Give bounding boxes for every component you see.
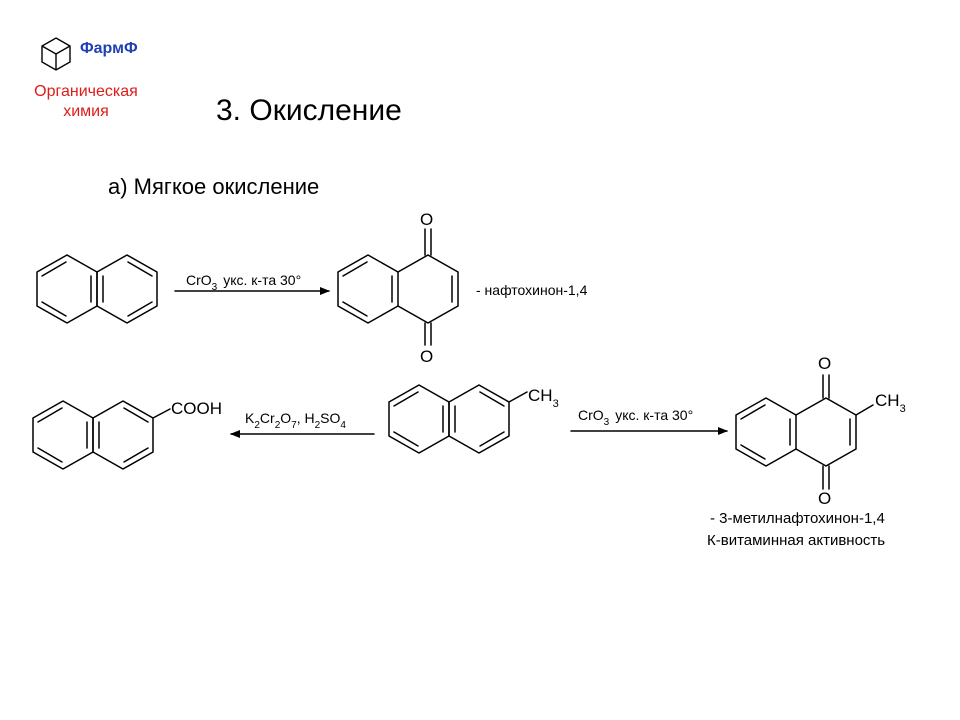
methyl-group-label: CH3 — [528, 386, 559, 410]
section-subtitle: а) Мягкое окисление — [108, 174, 320, 199]
logo-subtitle-line1: Органическая — [34, 83, 138, 100]
product-name-methylnaphthoquinone: - 3-метилнафтохинон-1,4 — [710, 510, 885, 527]
left-reagent: K2Cr2O7, H2SO4 — [245, 410, 346, 431]
naphthoic-acid-structure — [32, 400, 171, 470]
methylnaphthalene-structure — [388, 384, 528, 454]
oxygen-atom-bottom-2: O — [818, 489, 831, 508]
product-name-naphthoquinone: - нафтохинон-1,4 — [476, 282, 588, 298]
slide-title: 3. Окисление — [216, 94, 402, 127]
naphthalene-structure — [36, 254, 158, 324]
methyl-group-label-product: CH3 — [875, 391, 906, 415]
naphthoquinone-structure — [337, 228, 459, 346]
carboxyl-group-label: COOH — [171, 399, 222, 418]
adamantane-logo-icon — [41, 37, 71, 71]
oxygen-atom-bottom-1: O — [420, 347, 433, 366]
oxygen-atom-top-2: O — [818, 354, 831, 373]
logo-subtitle: Органическая химия — [16, 82, 156, 122]
logo-subtitle-line2: химия — [63, 103, 109, 120]
vitamin-k-activity-label: К-витаминная активность — [707, 532, 885, 549]
methylnaphthoquinone-structure — [735, 374, 874, 490]
oxygen-atom-top-1: O — [420, 210, 433, 229]
logo-brand: ФармФ — [80, 40, 138, 57]
